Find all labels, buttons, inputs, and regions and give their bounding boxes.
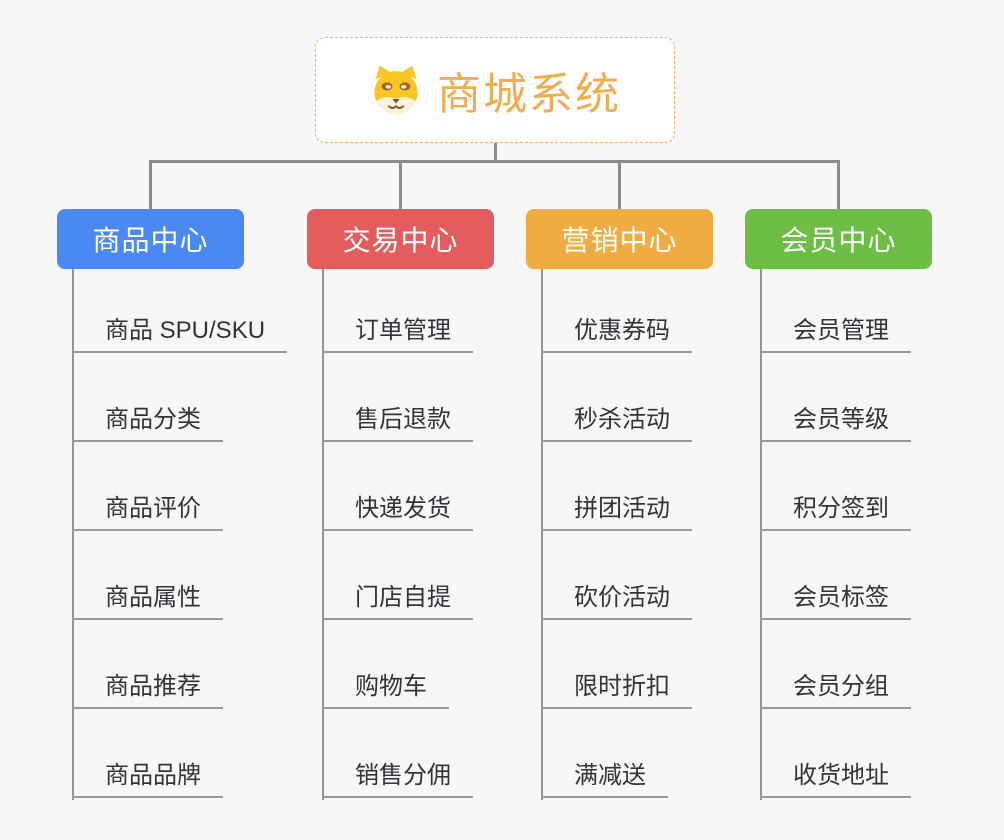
branch-connector-line	[72, 269, 74, 800]
leaf-node[interactable]: 满减送	[541, 760, 668, 798]
leaf-node[interactable]: 购物车	[322, 671, 449, 709]
leaf-node[interactable]: 限时折扣	[541, 671, 692, 709]
leaf-node[interactable]: 砍价活动	[541, 582, 692, 620]
leaf-node[interactable]: 商品推荐	[72, 671, 223, 709]
branch-column-marketing: 营销中心 优惠券码 秒杀活动 拼团活动 砍价活动 限时折扣 满减送	[526, 209, 786, 809]
branch-connector-line	[322, 269, 324, 800]
leaf-node[interactable]: 商品评价	[72, 493, 223, 531]
branch-column-trade: 交易中心 订单管理 售后退款 快递发货 门店自提 购物车 销售分佣	[307, 209, 567, 809]
branch-column-products: 商品中心 商品 SPU/SKU 商品分类 商品评价 商品属性 商品推荐 商品品牌	[57, 209, 317, 809]
connector-drop-members	[837, 160, 840, 209]
branch-node-marketing[interactable]: 营销中心	[526, 209, 713, 269]
leaf-node[interactable]: 会员管理	[760, 315, 911, 353]
leaf-node[interactable]: 商品属性	[72, 582, 223, 620]
leaf-node[interactable]: 拼团活动	[541, 493, 692, 531]
leaf-node[interactable]: 积分签到	[760, 493, 911, 531]
connector-drop-products	[149, 160, 152, 209]
branch-connector-line	[760, 269, 762, 800]
connector-drop-trade	[399, 160, 402, 209]
leaf-node[interactable]: 商品分类	[72, 404, 223, 442]
leaf-node[interactable]: 优惠券码	[541, 315, 692, 353]
shiba-dog-icon	[374, 65, 418, 115]
root-node[interactable]: 商城系统	[315, 37, 675, 143]
leaf-node[interactable]: 商品品牌	[72, 760, 223, 798]
leaf-node[interactable]: 快递发货	[322, 493, 473, 531]
branch-node-members[interactable]: 会员中心	[745, 209, 932, 269]
leaf-node[interactable]: 销售分佣	[322, 760, 473, 798]
leaf-node[interactable]: 商品 SPU/SKU	[72, 315, 288, 353]
branch-column-members: 会员中心 会员管理 会员等级 积分签到 会员标签 会员分组 收货地址	[745, 209, 1004, 809]
connector-bus	[149, 160, 840, 163]
leaf-node[interactable]: 会员分组	[760, 671, 911, 709]
branch-connector-line	[541, 269, 543, 800]
leaf-node[interactable]: 秒杀活动	[541, 404, 692, 442]
root-title: 商城系统	[437, 70, 621, 119]
leaf-node[interactable]: 售后退款	[322, 404, 473, 442]
leaf-node[interactable]: 会员标签	[760, 582, 911, 620]
leaf-node[interactable]: 收货地址	[760, 760, 911, 798]
leaf-node[interactable]: 订单管理	[322, 315, 473, 353]
branch-node-trade[interactable]: 交易中心	[307, 209, 494, 269]
leaf-node[interactable]: 门店自提	[322, 582, 473, 620]
leaf-node[interactable]: 会员等级	[760, 404, 911, 442]
branch-node-products[interactable]: 商品中心	[57, 209, 244, 269]
connector-root-stub	[494, 143, 497, 162]
connector-drop-marketing	[618, 160, 621, 209]
